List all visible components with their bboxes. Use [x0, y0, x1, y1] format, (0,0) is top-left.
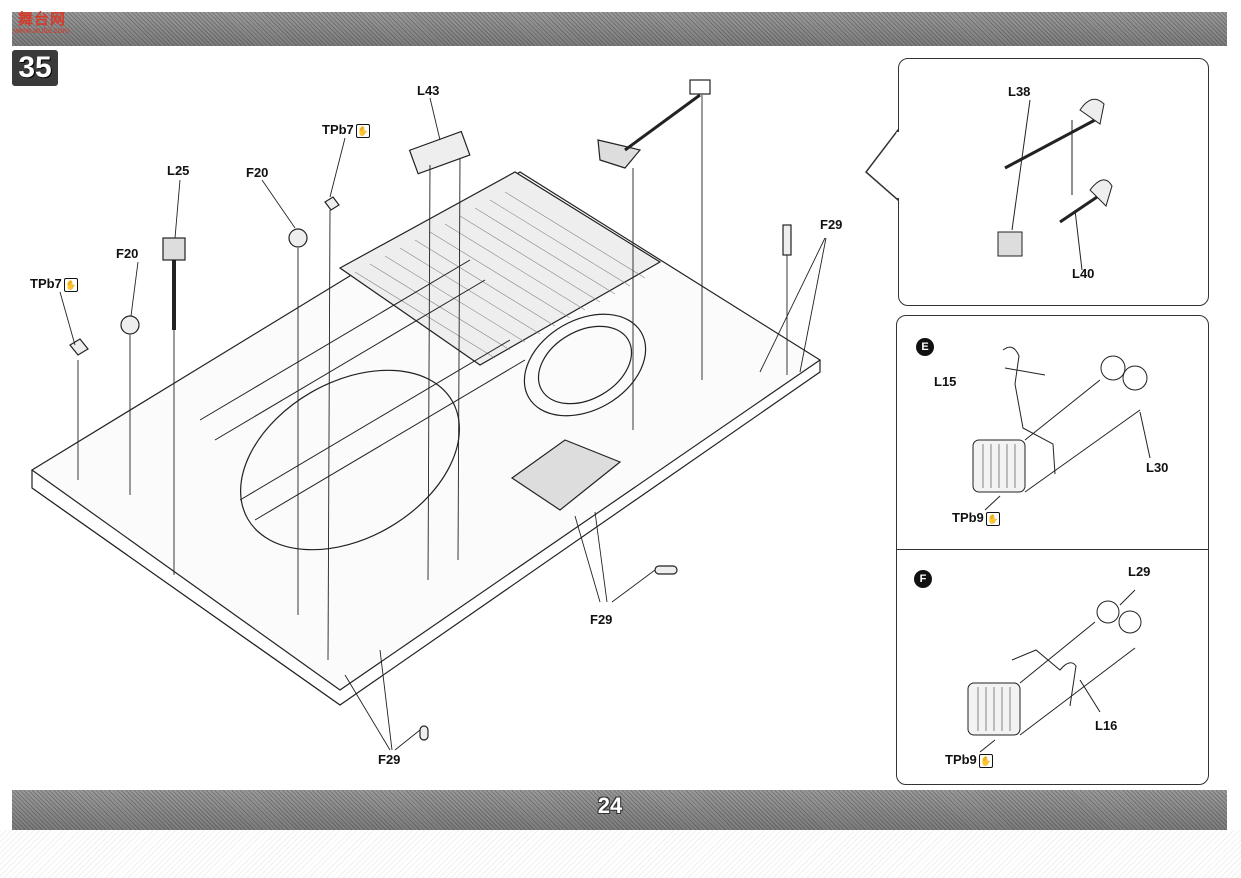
- label-l38: L38: [1008, 84, 1031, 99]
- label-l16: L16: [1095, 718, 1118, 733]
- part-f20-mid: [288, 228, 308, 248]
- label-l30: L30: [1146, 460, 1169, 475]
- photo-etch-icon: ✋: [985, 511, 1000, 526]
- page-texture: [0, 830, 1241, 878]
- photo-etch-icon: ✋: [355, 123, 370, 138]
- part-shovel: [597, 139, 642, 169]
- photo-etch-icon: ✋: [978, 753, 993, 768]
- shovel-handle: [997, 231, 1023, 257]
- detail-panel-tools: [898, 58, 1209, 306]
- label-tpb7-mid: TPb7✋: [322, 122, 370, 138]
- label-l43: L43: [417, 83, 440, 98]
- label-tpb7-left: TPb7✋: [30, 276, 78, 292]
- step-marker-f: F: [914, 570, 932, 588]
- bracket-l15: [1002, 346, 1056, 475]
- step-number: 35: [12, 50, 58, 86]
- shovel-l40: [1089, 179, 1113, 207]
- header-band: [12, 12, 1227, 46]
- detail-panel-headlights: [896, 315, 1209, 785]
- label-l15: L15: [934, 374, 957, 389]
- part-f20-left: [120, 315, 140, 335]
- part-f29-peg2: [419, 725, 429, 741]
- part-tpb7-mid: [324, 196, 340, 211]
- label-l29: L29: [1128, 564, 1151, 579]
- bracket-l16: [1011, 649, 1077, 707]
- headlight-l30-a: [1100, 355, 1126, 381]
- page-number: 24: [597, 793, 623, 818]
- watermark-url: www.wutai.com: [14, 26, 70, 35]
- label-f20-mid: F20: [246, 165, 269, 180]
- step-marker-e: E: [916, 338, 934, 356]
- headlight-l29-a: [1096, 600, 1120, 624]
- shovel-l38: [1079, 98, 1105, 125]
- photo-etch-icon: ✋: [63, 277, 78, 292]
- label-l25: L25: [167, 163, 190, 178]
- label-f20-left: F20: [116, 246, 139, 261]
- panel-divider: [896, 549, 1209, 550]
- label-f29-center: F29: [590, 612, 613, 627]
- label-tpb9-f: TPb9✋: [945, 752, 993, 768]
- hatch-ring: [523, 313, 647, 417]
- engine-grille: [338, 171, 662, 366]
- turret-ring: [240, 369, 460, 551]
- stowage-box: [510, 439, 622, 511]
- label-l40: L40: [1072, 266, 1095, 281]
- footer-band: [12, 790, 1227, 830]
- watermark-logo: 舞台网: [18, 11, 67, 28]
- label-f29-bottom: F29: [378, 752, 401, 767]
- label-f29-right: F29: [820, 217, 843, 232]
- label-tpb9-e: TPb9✋: [952, 510, 1000, 526]
- part-l43: [408, 130, 471, 175]
